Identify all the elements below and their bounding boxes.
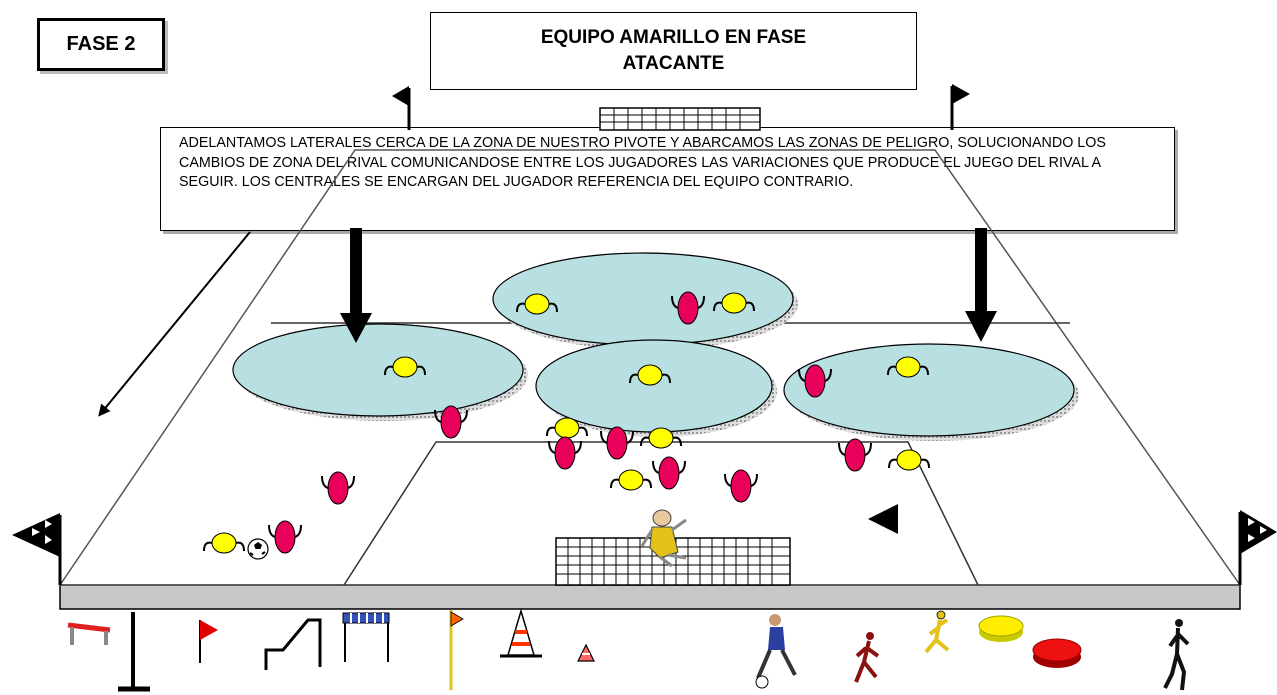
yellow-player: [888, 449, 930, 471]
stair-barrier-icon: [264, 618, 322, 670]
silhouette-runner-icon: [1163, 619, 1190, 691]
red-player: [652, 456, 686, 490]
field-outline: [58, 149, 1242, 586]
red-player: [268, 520, 302, 554]
corner-flag-icon: [392, 86, 411, 130]
flag-icon: [199, 620, 218, 663]
red-player: [838, 438, 872, 472]
jumper-icon: [924, 610, 950, 654]
goalkeeper-icon: [640, 509, 687, 568]
yellow-player: [610, 469, 652, 491]
corner-flag-icon: [950, 84, 970, 130]
field-base: [59, 584, 1241, 610]
defensive-zone: [492, 252, 798, 350]
runner-icon: [854, 632, 880, 683]
red-player: [321, 471, 355, 505]
small-cone-icon: [577, 643, 595, 662]
pole-icon: [118, 612, 150, 692]
movement-arrow: [98, 231, 251, 417]
far-goal: [599, 107, 761, 131]
yellow-disc-icon: [978, 615, 1024, 642]
defensive-zone: [783, 343, 1079, 441]
corner-flag-icon: [1238, 510, 1277, 585]
diagram-title: EQUIPO AMARILLO EN FASE ATACANTE: [430, 12, 917, 90]
play-triangle-icon: [868, 504, 898, 534]
down-arrow-icon: [340, 228, 372, 343]
down-arrow-icon: [965, 228, 997, 342]
hurdle-icon: [67, 622, 111, 645]
description-box: ADELANTAMOS LATERALES CERCA DE LA ZONA D…: [160, 127, 1175, 231]
corner-flag-icon: [449, 610, 464, 690]
defensive-zone: [232, 323, 528, 421]
red-player: [724, 469, 758, 503]
ball-icon: [247, 538, 269, 560]
phase-label: FASE 2: [37, 18, 165, 71]
yellow-player: [203, 532, 245, 554]
mini-goal-icon: [342, 612, 390, 662]
soccer-player-icon: [755, 614, 797, 689]
large-cone-icon: [500, 608, 542, 658]
corner-flag-icon: [12, 513, 62, 585]
defensive-zone: [535, 339, 777, 437]
red-disc-icon: [1032, 638, 1082, 668]
